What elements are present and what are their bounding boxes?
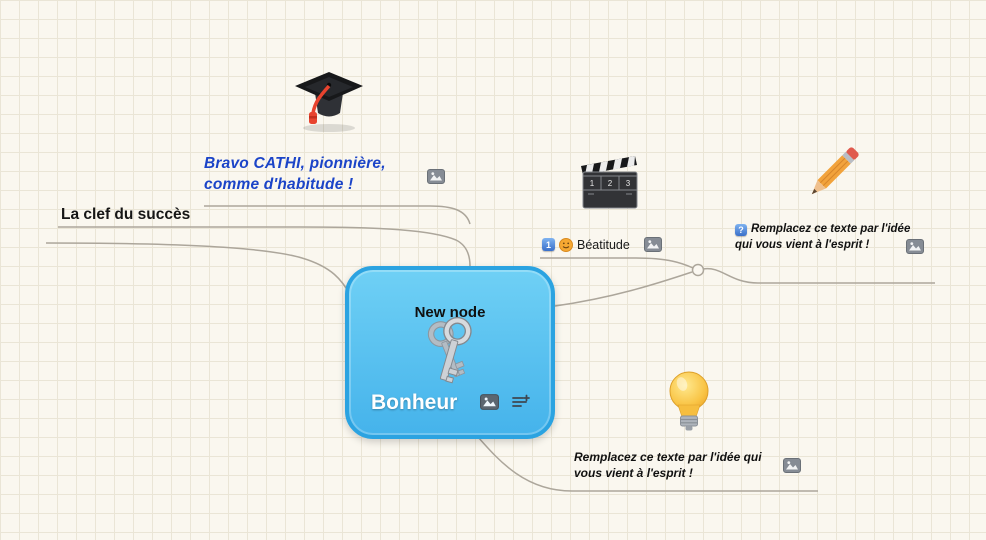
- image-icon[interactable]: [783, 458, 801, 473]
- topic-bravo-text: Bravo CATHI, pionnière, comme d'habitude…: [204, 155, 386, 193]
- clapper-number-1: 1: [590, 179, 595, 188]
- topic-beatitude-text: Béatitude: [577, 237, 630, 252]
- central-node-bonheur[interactable]: New node Bonheur: [345, 266, 555, 439]
- clapper-number-3: 3: [626, 179, 631, 188]
- branch-line-left: [45, 242, 352, 297]
- pencil-icon: [796, 136, 870, 217]
- image-icon[interactable]: [643, 237, 662, 252]
- priority-badge: 1: [542, 238, 555, 251]
- image-icon[interactable]: [427, 169, 445, 184]
- branch-line-bulb: [477, 436, 818, 492]
- branch-line-pencil: [702, 267, 935, 284]
- graduation-cap-icon: [291, 68, 367, 139]
- topic-idea-bottom-text: Remplacez ce texte par l'idée qui vous v…: [574, 450, 762, 480]
- clapperboard-icon: 1 2 3: [578, 152, 642, 219]
- notes-icon[interactable]: [511, 394, 530, 410]
- topic-la-clef[interactable]: La clef du succès: [61, 206, 190, 224]
- image-icon[interactable]: [906, 239, 924, 254]
- smiley-icon: [559, 237, 573, 252]
- topic-idea-right[interactable]: ?Remplacez ce texte par l'idée qui vous …: [735, 221, 913, 253]
- connector-dot[interactable]: [691, 263, 705, 277]
- topic-bravo[interactable]: Bravo CATHI, pionnière, comme d'habitude…: [204, 153, 426, 195]
- keys-icon: [410, 314, 490, 405]
- clapper-number-2: 2: [608, 179, 613, 188]
- topic-la-clef-text: La clef du succès: [61, 206, 191, 223]
- topic-idea-bottom[interactable]: Remplacez ce texte par l'idée qui vous v…: [574, 449, 782, 481]
- branch-line-bravo: [204, 205, 471, 225]
- question-badge: ?: [735, 224, 747, 236]
- node-label: Bonheur: [371, 391, 458, 414]
- node-title: New node: [414, 304, 486, 321]
- branch-line-laclef: [58, 226, 471, 267]
- lightbulb-icon: [662, 370, 716, 439]
- topic-idea-right-text: Remplacez ce texte par l'idée qui vous v…: [735, 223, 911, 251]
- branch-line-right: [554, 271, 693, 307]
- image-icon[interactable]: [480, 394, 499, 410]
- branch-line-beatitude: [540, 257, 694, 269]
- topic-beatitude[interactable]: 1 Béatitude: [542, 237, 662, 252]
